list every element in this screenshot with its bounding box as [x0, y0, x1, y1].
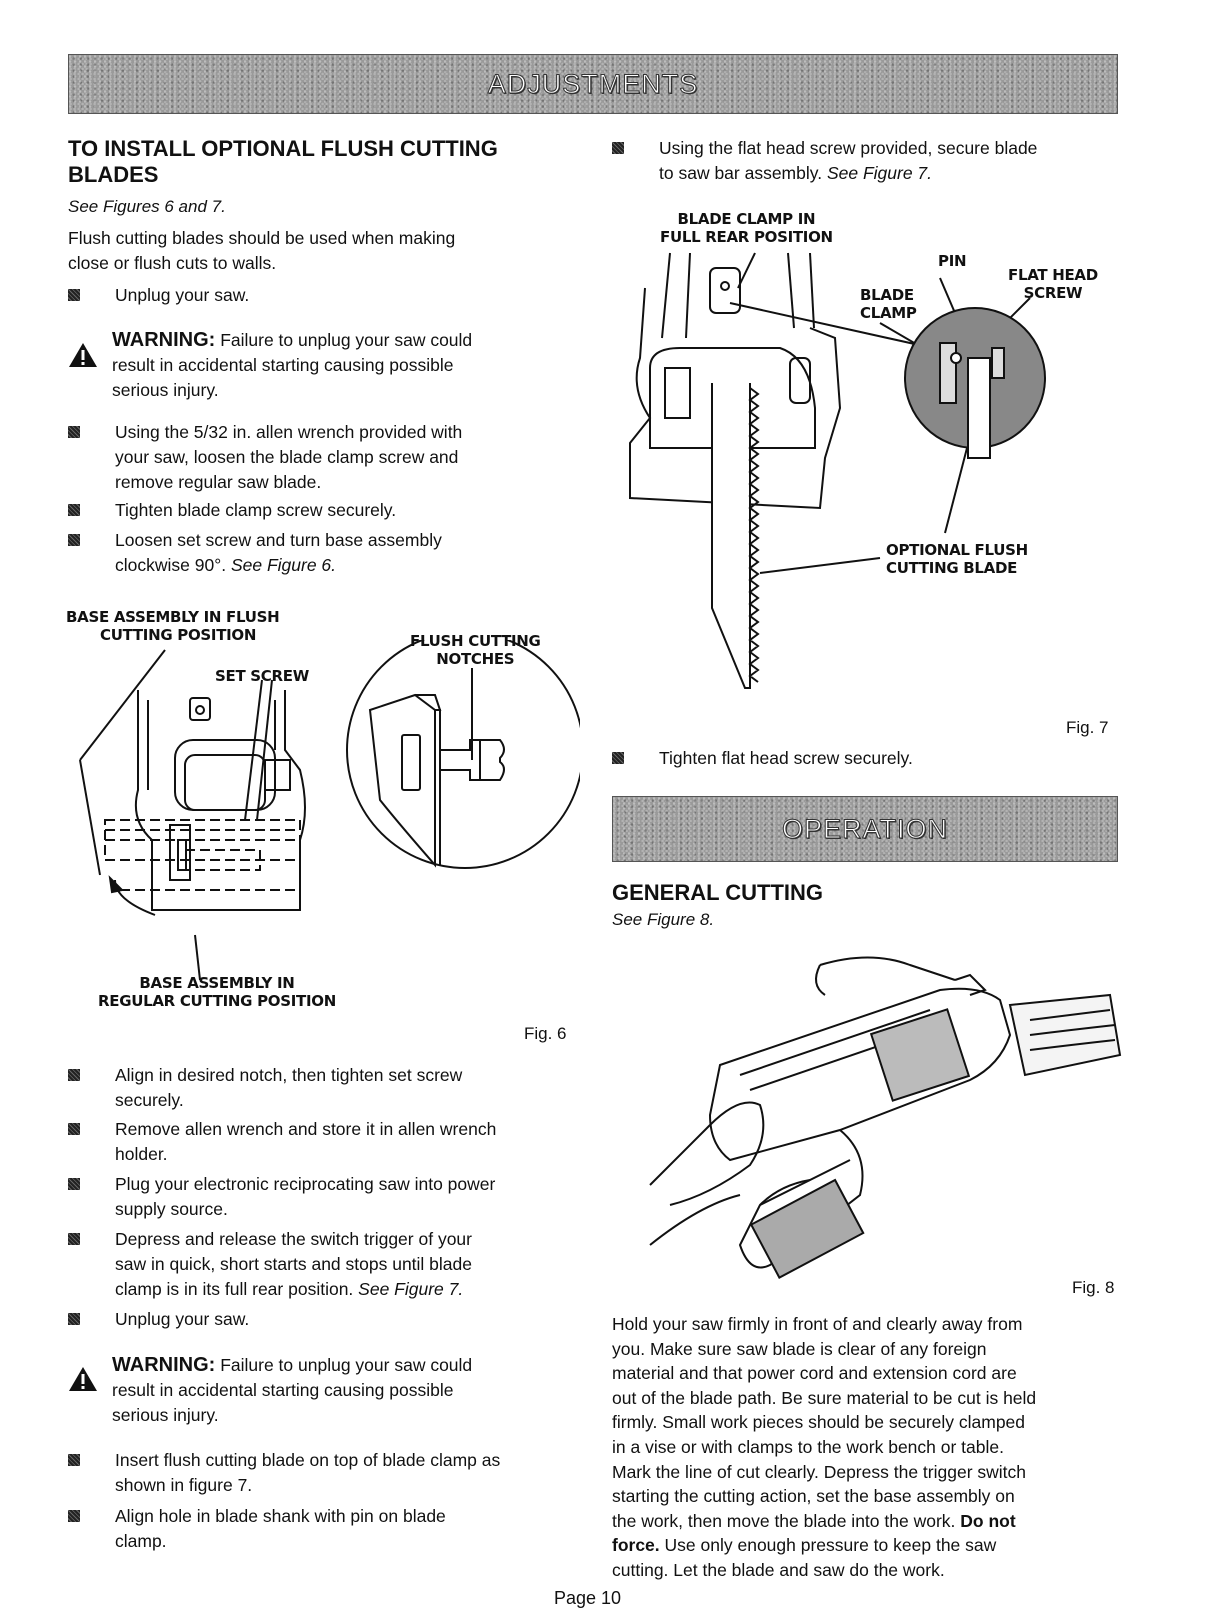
- figure-6-illustration: [79, 640, 580, 981]
- step-unplug: Unplug your saw.: [68, 283, 249, 308]
- step-plug-in: Plug your electronic reciprocating saw i…: [68, 1172, 495, 1222]
- install-see-figures: See Figures 6 and 7.: [68, 197, 226, 216]
- operation-banner: OPERATION: [612, 796, 1118, 862]
- bullet-square-icon: [68, 1233, 80, 1245]
- warning-triangle-icon: [69, 343, 97, 367]
- bullet-square-icon: [68, 1313, 80, 1325]
- bullet-square-icon: [612, 752, 624, 764]
- page-number: Page 10: [554, 1588, 622, 1608]
- step-align-notch: Align in desired notch, then tighten set…: [68, 1063, 462, 1113]
- general-cutting-see: See Figure 8.: [612, 910, 715, 929]
- fig7-label-pin: PIN: [938, 252, 967, 270]
- step-tighten: Tighten blade clamp screw securely.: [68, 498, 396, 523]
- adjustments-banner: ADJUSTMENTS: [68, 54, 1118, 114]
- bullet-square-icon: [68, 289, 80, 301]
- bullet-square-icon: [68, 504, 80, 516]
- bullet-square-icon: [68, 1123, 80, 1135]
- fig6-caption: Fig. 6: [524, 1024, 567, 1043]
- step-secure-blade: Using the flat head screw provided, secu…: [612, 136, 1037, 186]
- figure-7-illustration: [629, 252, 1046, 689]
- figure-8-illustration: [649, 956, 1122, 1279]
- bullet-square-icon: [68, 1454, 80, 1466]
- bullet-square-icon: [68, 534, 80, 546]
- general-cutting-paragraph: Hold your saw firmly in front of and cle…: [612, 1314, 1037, 1580]
- step-loosen: Loosen set screw and turn base assembly …: [68, 528, 442, 578]
- install-intro: Flush cutting blades should be used when…: [68, 228, 456, 273]
- step-allen: Using the 5/32 in. allen wrench provided…: [68, 420, 462, 495]
- fig7-caption: Fig. 7: [1066, 718, 1109, 737]
- warning-2: WARNING: Failure to unplug your saw coul…: [112, 1354, 473, 1425]
- fig8-caption: Fig. 8: [1072, 1278, 1115, 1297]
- bullet-square-icon: [68, 1510, 80, 1522]
- adjustments-title: ADJUSTMENTS: [487, 68, 699, 99]
- step-remove-wrench: Remove allen wrench and store it in alle…: [68, 1117, 496, 1167]
- step-tighten-flat: Tighten flat head screw securely.: [612, 746, 913, 771]
- general-cutting-title: GENERAL CUTTING: [612, 880, 824, 905]
- bullet-square-icon: [612, 142, 624, 154]
- fig6-label-base-flush: BASE ASSEMBLY IN FLUSH CUTTING POSITION: [66, 608, 280, 644]
- step-insert-blade: Insert flush cutting blade on top of bla…: [68, 1448, 500, 1498]
- fig6-label-set-screw: SET SCREW: [215, 667, 309, 685]
- warning-1: WARNING: Failure to unplug your saw coul…: [112, 329, 473, 400]
- warning-triangle-icon: [69, 1367, 97, 1391]
- bullet-square-icon: [68, 426, 80, 438]
- operation-title: OPERATION: [781, 813, 949, 844]
- step-depress-trigger: Depress and release the switch trigger o…: [68, 1227, 472, 1302]
- bullet-square-icon: [68, 1178, 80, 1190]
- step-align-hole: Align hole in blade shank with pin on bl…: [68, 1504, 446, 1554]
- step-unplug-2: Unplug your saw.: [68, 1307, 249, 1332]
- bullet-square-icon: [68, 1069, 80, 1081]
